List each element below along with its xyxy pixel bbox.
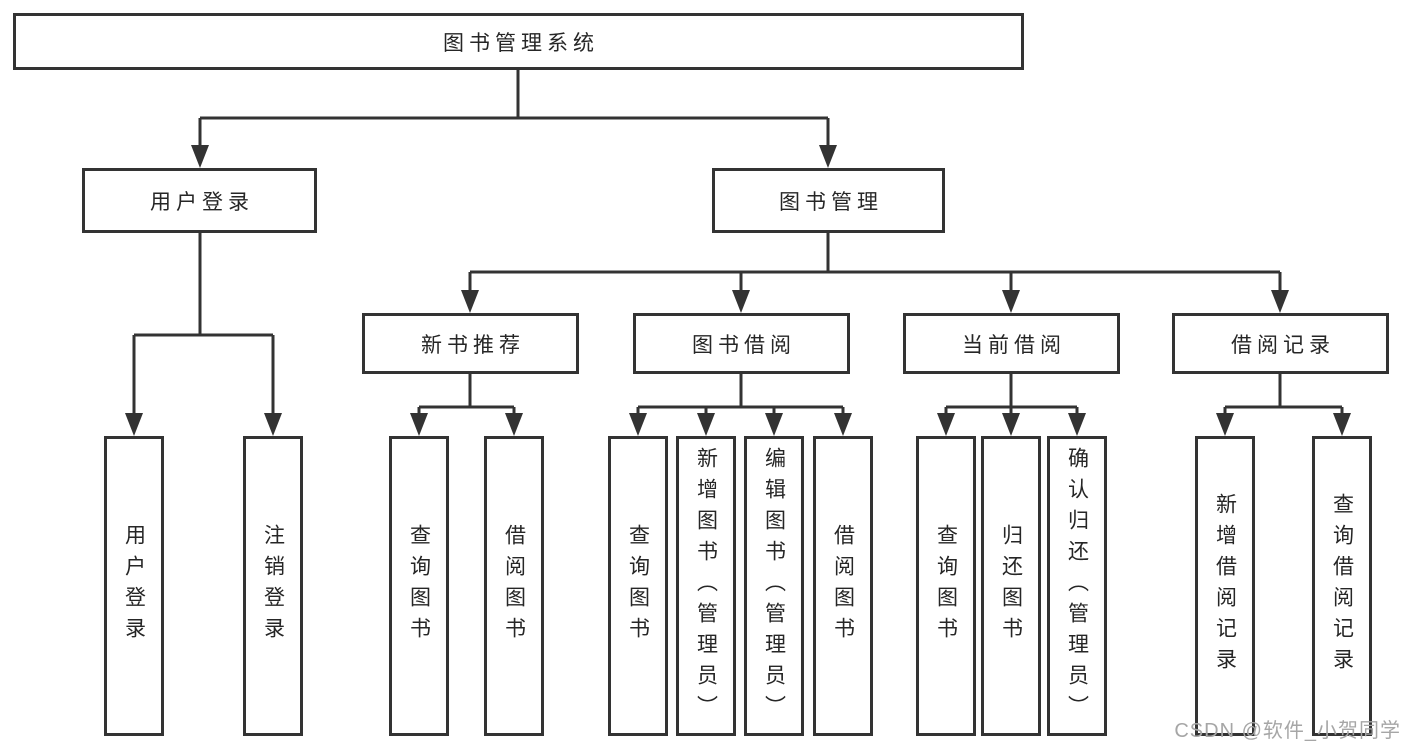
leaf-logout: 注销登录 (243, 436, 303, 736)
leaf-user-login: 用户登录 (104, 436, 164, 736)
node-book-borrowing: 图书借阅 (633, 313, 850, 374)
leaf-borrow-books-borrowing: 借阅图书 (813, 436, 873, 736)
leaf-edit-book-admin: 编辑图书（管理员） (744, 436, 804, 736)
node-new-book-recommend: 新书推荐 (362, 313, 579, 374)
node-book-management: 图书管理 (712, 168, 945, 233)
leaf-add-borrow-record: 新增借阅记录 (1195, 436, 1255, 736)
leaf-borrow-books-recommend: 借阅图书 (484, 436, 544, 736)
node-current-borrowing: 当前借阅 (903, 313, 1120, 374)
leaf-add-book-admin: 新增图书（管理员） (676, 436, 736, 736)
node-user-login: 用户登录 (82, 168, 317, 233)
leaf-confirm-return-admin: 确认归还（管理员） (1047, 436, 1107, 736)
leaf-return-books: 归还图书 (981, 436, 1041, 736)
node-library-management-system: 图书管理系统 (13, 13, 1024, 70)
node-borrow-records: 借阅记录 (1172, 313, 1389, 374)
leaf-query-books-current: 查询图书 (916, 436, 976, 736)
leaf-query-books-recommend: 查询图书 (389, 436, 449, 736)
watermark-text: CSDN @软件_小贺同学 (1174, 720, 1401, 742)
leaf-query-borrow-record: 查询借阅记录 (1312, 436, 1372, 736)
leaf-query-books-borrowing: 查询图书 (608, 436, 668, 736)
